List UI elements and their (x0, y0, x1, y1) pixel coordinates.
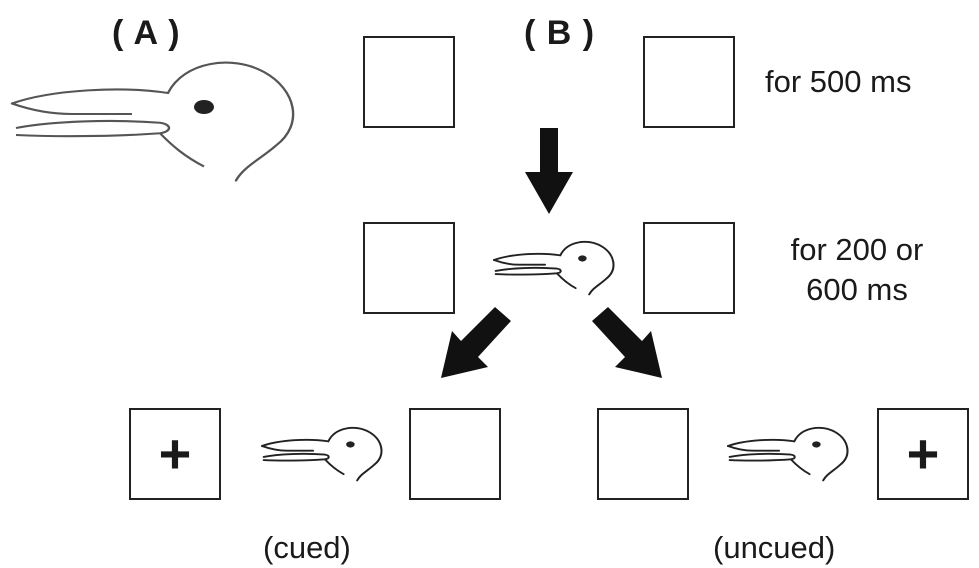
placeholder-box-middle-left (363, 222, 455, 314)
cue-box-cued: + (129, 408, 221, 500)
panel-a-label: ( A ) (112, 14, 181, 52)
uncued-label: (uncued) (713, 530, 836, 565)
timing-label-line2: 600 ms (806, 272, 908, 307)
duck-rabbit-figure-uncued (726, 426, 849, 482)
duck-rabbit-figure-large (10, 61, 295, 182)
panel-b-label: ( B ) (524, 14, 596, 52)
placeholder-box-middle-right (643, 222, 735, 314)
placeholder-box-uncued-left (597, 408, 689, 500)
arrow-down-icon (525, 128, 573, 214)
plus-icon: + (158, 422, 192, 485)
plus-icon: + (906, 422, 940, 485)
timing-label-200-600ms: for 200 or 600 ms (772, 230, 942, 310)
timing-label-line1: for 200 or (790, 232, 924, 267)
duck-rabbit-figure-center (492, 240, 615, 296)
placeholder-box-top-left (363, 36, 455, 128)
placeholder-box-cued-right (409, 408, 501, 500)
cued-label: (cued) (263, 530, 351, 565)
timing-label-500ms: for 500 ms (765, 64, 912, 99)
cue-box-uncued: + (877, 408, 969, 500)
duck-rabbit-figure-cued (260, 426, 383, 482)
placeholder-box-top-right (643, 36, 735, 128)
arrow-down-left-icon (441, 307, 511, 378)
arrow-down-right-icon (592, 307, 662, 378)
